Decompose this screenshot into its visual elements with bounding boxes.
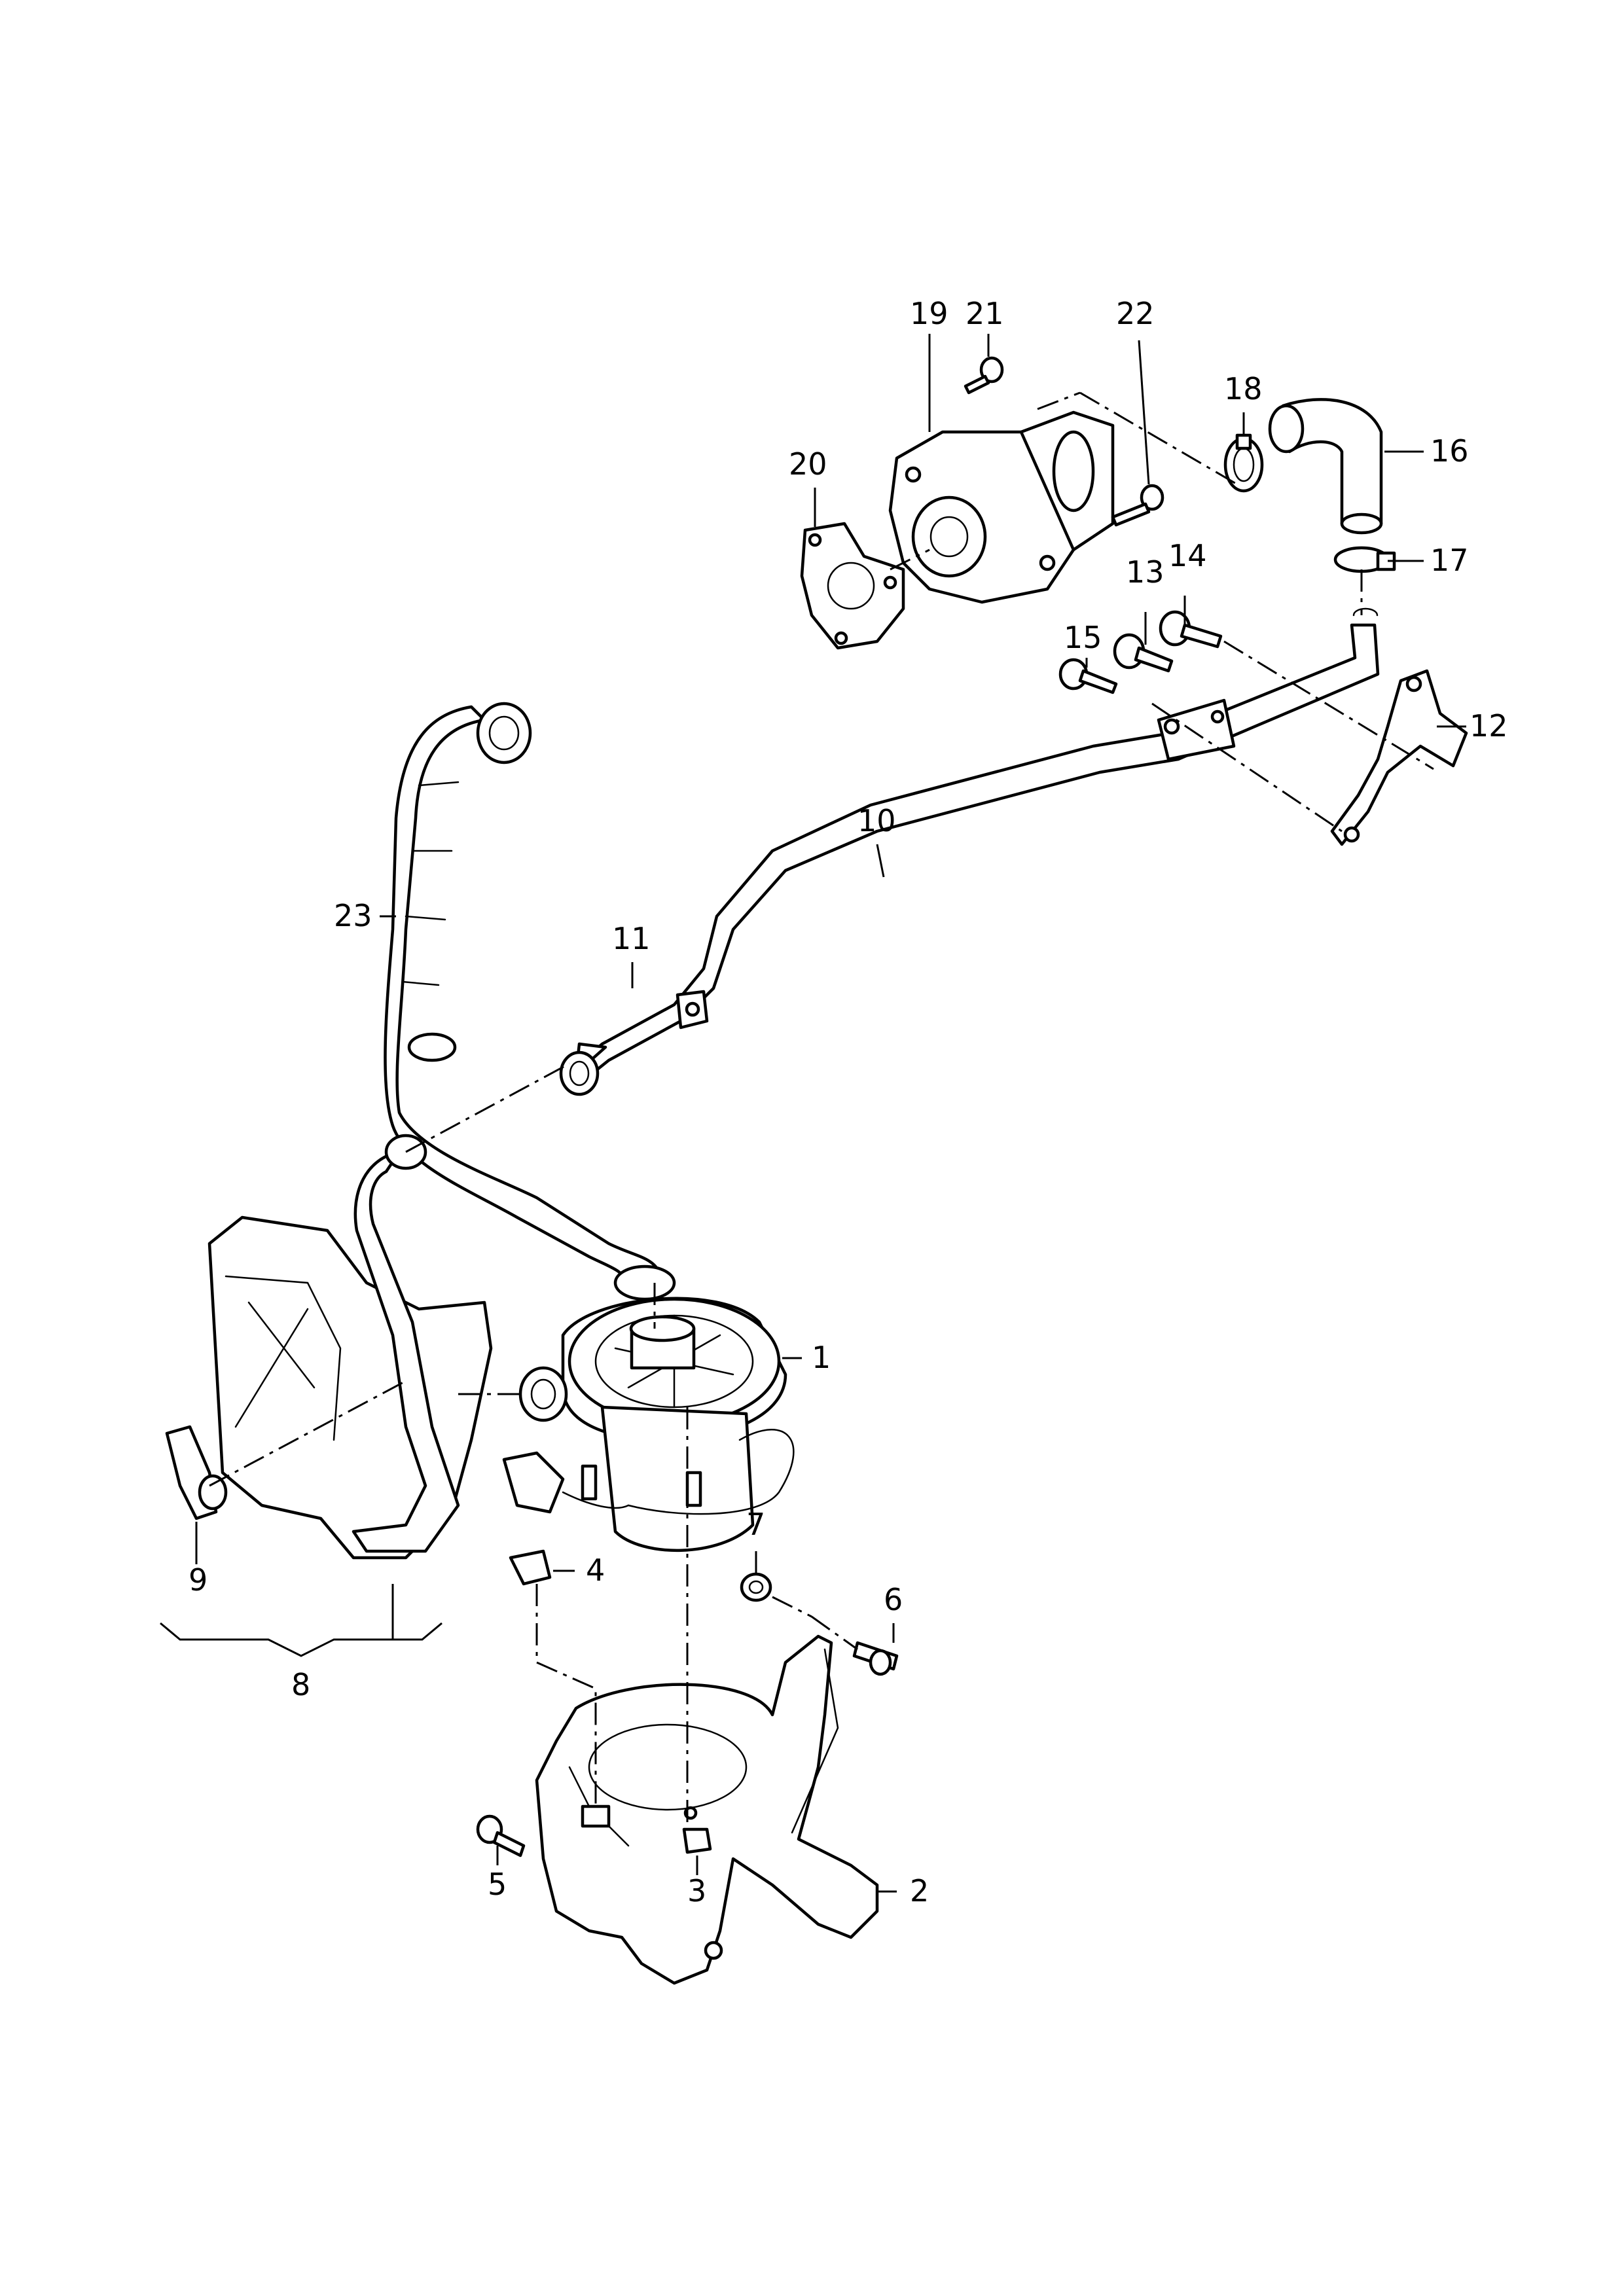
callout-5: 5 xyxy=(488,1867,507,1902)
callout-1: 1 xyxy=(812,1340,831,1375)
callout-23: 23 xyxy=(334,898,372,933)
callout-6: 6 xyxy=(884,1582,903,1617)
callout-19: 19 xyxy=(910,296,948,331)
callout-21: 21 xyxy=(965,296,1004,331)
clamp-18 xyxy=(1223,433,1264,493)
hose-23 xyxy=(384,702,676,1301)
pump-1 xyxy=(518,1297,795,1552)
callout-7: 7 xyxy=(746,1507,765,1542)
callout-4: 4 xyxy=(586,1552,605,1588)
callout-18: 18 xyxy=(1224,371,1263,406)
nut-3 xyxy=(682,1827,712,1854)
callouts: 1 2 3 4 5 6 7 8 9 10 11 12 13 14 15 16 1… xyxy=(189,296,1508,1909)
hose-16 xyxy=(1268,398,1383,535)
callout-22: 22 xyxy=(1116,296,1155,331)
callout-12: 12 xyxy=(1470,708,1508,744)
callout-14: 14 xyxy=(1168,538,1207,573)
callout-20: 20 xyxy=(789,446,827,482)
clip-4 xyxy=(509,1549,552,1586)
valve-19 xyxy=(888,410,1115,604)
pipe-10 xyxy=(559,607,1380,1096)
callout-17: 17 xyxy=(1430,543,1469,578)
callout-8: 8 xyxy=(291,1667,310,1702)
bolt-15 xyxy=(1058,658,1118,694)
callout-11: 11 xyxy=(612,921,651,956)
bolt-22 xyxy=(1111,484,1164,527)
callout-9: 9 xyxy=(189,1562,208,1598)
sensor-9 xyxy=(165,1425,228,1520)
callout-16: 16 xyxy=(1430,433,1469,469)
callout-10: 10 xyxy=(857,803,896,838)
connector-1-plug xyxy=(502,1451,630,1514)
gasket-20 xyxy=(800,522,905,650)
bolt-21 xyxy=(964,356,1004,395)
bolt-13 xyxy=(1113,633,1174,673)
callout-13: 13 xyxy=(1126,554,1164,590)
callout-2: 2 xyxy=(910,1873,929,1909)
nut-7 xyxy=(740,1572,772,1602)
bolt-5 xyxy=(476,1814,526,1857)
leader-lines xyxy=(160,334,1466,1893)
callout-3: 3 xyxy=(687,1873,706,1909)
alignment-lines xyxy=(209,391,1434,1826)
stud-6 xyxy=(852,1641,899,1676)
housing-8 xyxy=(208,1134,493,1560)
bracket-2 xyxy=(535,1634,879,1985)
callout-15: 15 xyxy=(1064,620,1102,655)
bracket-12 xyxy=(1330,669,1468,846)
bolt-14 xyxy=(1159,610,1223,649)
clamp-17 xyxy=(1333,546,1396,573)
